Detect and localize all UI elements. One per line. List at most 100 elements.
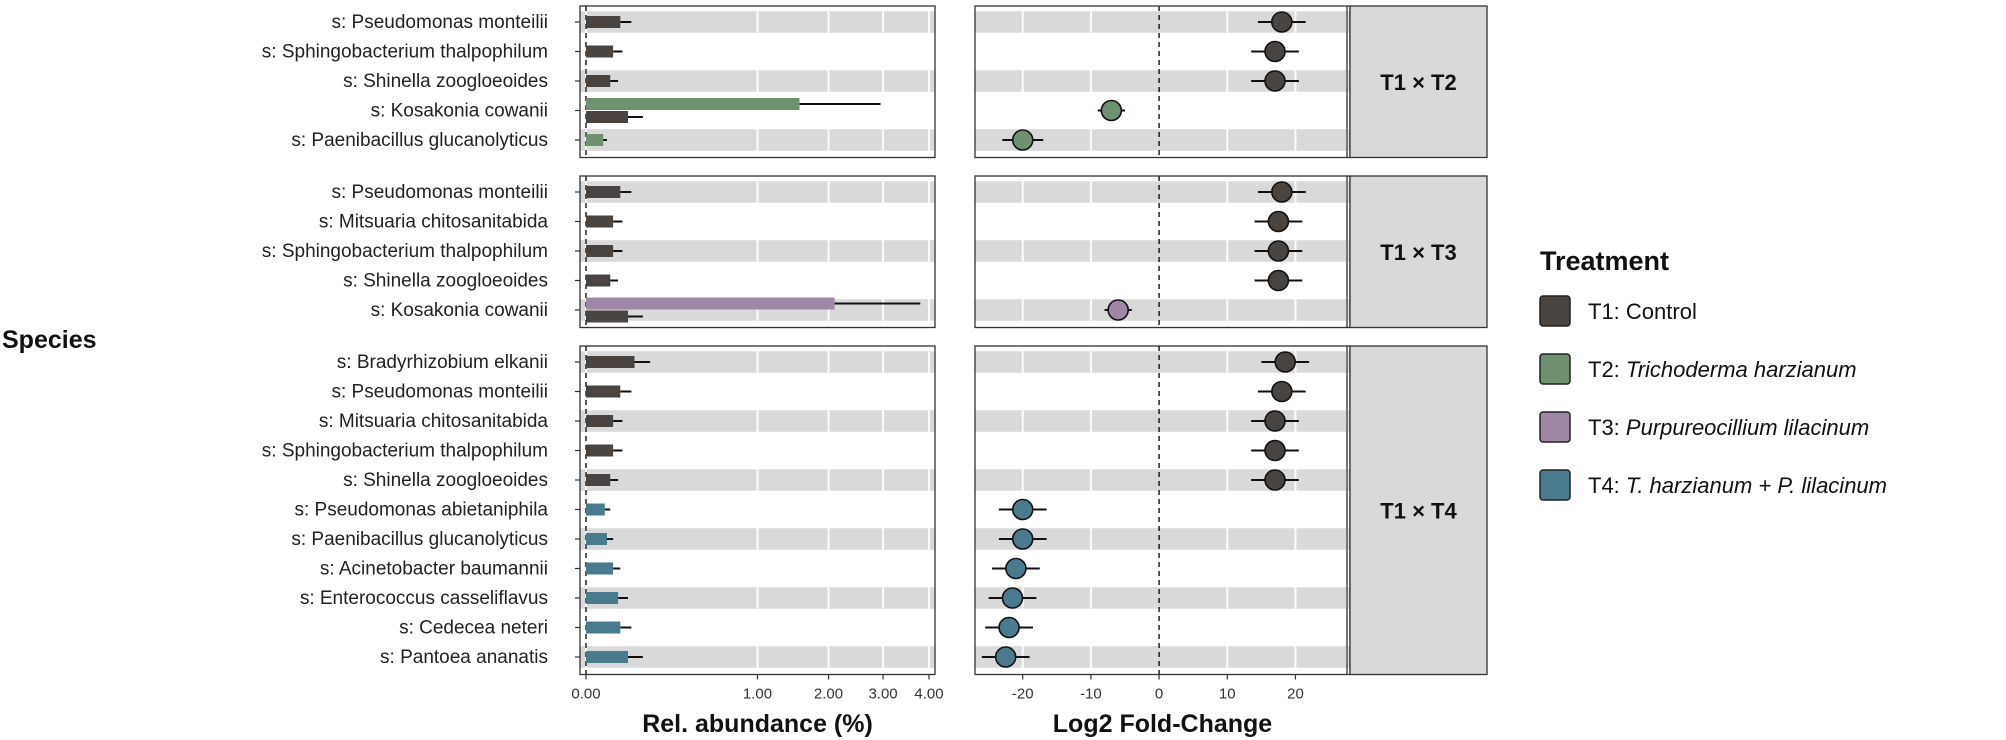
x-tick-label-right: 20	[1287, 686, 1304, 703]
row-stripe-right	[975, 240, 1350, 262]
lfc-point	[1271, 380, 1293, 403]
lfc-point	[998, 616, 1020, 639]
x-tick-label-right: 10	[1219, 686, 1236, 703]
species-label: s: Enterococcus casseliflavus	[300, 588, 548, 609]
species-label: s: Pseudomonas monteilii	[332, 382, 549, 403]
legend-label-prefix: T4:	[1588, 473, 1626, 498]
legend-label-name: Purpureocillium lilacinum	[1626, 415, 1869, 440]
abundance-bar	[586, 592, 619, 604]
lfc-point	[1264, 410, 1286, 432]
legend-label-prefix: T1:	[1588, 299, 1626, 324]
y-axis-title: Species	[2, 326, 97, 354]
species-label: s: Kosakonia cowanii	[371, 300, 548, 321]
lfc-point	[1011, 528, 1034, 550]
abundance-bar	[586, 415, 614, 427]
legend-swatch	[1539, 353, 1571, 385]
legend-swatch	[1539, 411, 1571, 443]
row-stripe-right	[975, 70, 1350, 92]
lfc-point	[1100, 99, 1123, 122]
facet-strip	[1349, 175, 1488, 329]
x-tick-label-left: 1.00	[743, 686, 772, 703]
abundance-bar	[586, 503, 605, 516]
abundance-bar	[586, 245, 614, 257]
species-label: s: Mitsuaria chitosanitabida	[319, 212, 549, 233]
row-stripe-right	[975, 11, 1350, 33]
lfc-point	[1005, 557, 1027, 580]
legend-label: T4: T. harzianum + P. lilacinum	[1588, 473, 1887, 498]
lfc-point	[1011, 498, 1034, 521]
species-label: s: Bradyrhizobium elkanii	[337, 352, 548, 373]
x-tick-label-left: 2.00	[814, 686, 843, 703]
species-label: s: Shinella zoogloeoides	[343, 271, 548, 292]
row-stripe-right	[975, 129, 1350, 151]
legend-label-prefix: T2:	[1588, 357, 1626, 382]
abundance-bar	[586, 356, 635, 368]
abundance-bar	[586, 215, 614, 228]
x-tick-label-right: -10	[1080, 686, 1102, 703]
row-stripe-right	[975, 299, 1350, 321]
species-label: s: Cedecea neteri	[399, 618, 548, 639]
facet-strip-label: T1 × T2	[1380, 70, 1456, 95]
lfc-point	[1264, 40, 1286, 63]
x-axis-title-right: Log2 Fold-Change	[1053, 710, 1273, 738]
species-label: s: Pantoea ananatis	[380, 647, 548, 668]
x-tick-label-right: -20	[1012, 686, 1034, 703]
species-label: s: Sphingobacterium thalpophilum	[262, 42, 548, 63]
abundance-bar	[586, 562, 614, 575]
legend-label-name: Trichoderma harzianum	[1626, 357, 1857, 382]
row-stripe-right	[975, 587, 1350, 609]
abundance-bar	[586, 134, 604, 146]
row-stripe-right	[975, 410, 1350, 432]
row-stripe-right	[975, 181, 1350, 203]
x-axis-title-left: Rel. abundance (%)	[642, 710, 873, 738]
lfc-point	[1271, 181, 1293, 203]
species-label: s: Pseudomonas monteilii	[332, 182, 549, 203]
facet-strip-label: T1 × T3	[1380, 240, 1456, 265]
row-stripe-right	[975, 646, 1350, 668]
abundance-bar	[586, 297, 835, 310]
lfc-point	[1267, 269, 1290, 292]
legend-label-prefix: T3:	[1588, 415, 1626, 440]
species-label: s: Shinella zoogloeoides	[343, 470, 548, 491]
lfc-point	[1267, 210, 1290, 233]
lfc-point	[1011, 129, 1034, 151]
row-stripe-right	[975, 469, 1350, 491]
left-panel-border	[579, 175, 936, 329]
abundance-bar	[586, 98, 800, 110]
lfc-point	[1264, 439, 1286, 462]
lfc-point	[1001, 587, 1024, 609]
legend-title: Treatment	[1540, 246, 1669, 276]
abundance-bar	[586, 651, 629, 663]
abundance-bar	[586, 45, 614, 58]
legend-label-name: T. harzianum + P. lilacinum	[1626, 473, 1887, 498]
abundance-bar	[586, 75, 611, 87]
species-label: s: Paenibacillus glucanolyticus	[291, 130, 548, 151]
legend-swatch	[1539, 295, 1571, 327]
lfc-point	[1267, 240, 1290, 262]
lfc-point	[1274, 351, 1297, 373]
abundance-bar	[586, 186, 621, 198]
facet-strip-label: T1 × T4	[1380, 498, 1457, 523]
facet-strip	[1349, 5, 1488, 159]
x-tick-label-left: 3.00	[868, 686, 897, 703]
lfc-point	[1107, 299, 1129, 321]
abundance-bar	[586, 274, 611, 287]
abundance-bar	[586, 385, 621, 398]
species-label: s: Kosakonia cowanii	[371, 101, 548, 122]
x-tick-label-left: 0.00	[571, 686, 600, 703]
facet-strip	[1349, 345, 1488, 676]
x-tick-label-left: 4.00	[914, 686, 943, 703]
species-label: s: Paenibacillus glucanolyticus	[291, 529, 548, 550]
lfc-point	[1264, 469, 1286, 491]
species-label: s: Pseudomonas abietaniphila	[294, 500, 548, 521]
row-stripe-right	[975, 528, 1350, 550]
legend-label: T2: Trichoderma harzianum	[1588, 357, 1857, 382]
abundance-bar	[586, 310, 629, 323]
species-label: s: Shinella zoogloeoides	[343, 71, 548, 92]
lfc-point	[994, 646, 1017, 668]
legend-label-name: Control	[1626, 299, 1697, 324]
species-label: s: Pseudomonas monteilii	[332, 12, 549, 33]
row-stripe-right	[975, 351, 1350, 373]
legend-label: T3: Purpureocillium lilacinum	[1588, 415, 1869, 440]
